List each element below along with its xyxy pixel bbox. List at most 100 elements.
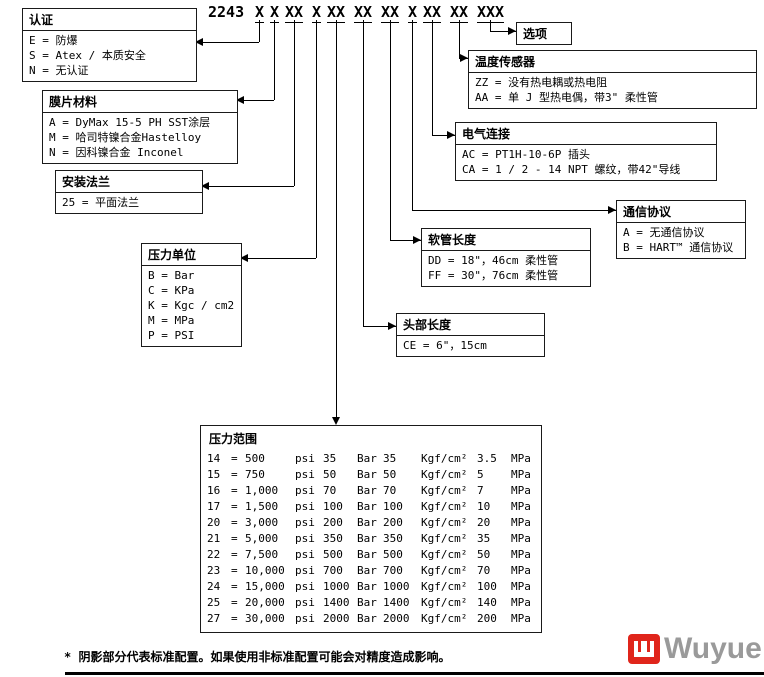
box-certification: 认证 E = 防爆 S = Atex / 本质安全 N = 无认证: [22, 8, 197, 82]
bar-unit: Bar: [357, 564, 377, 577]
mpa-value: 100: [477, 580, 497, 593]
equals-sign: =: [231, 580, 238, 593]
pressure-range-row: 17 = 1,500 psi 100 Bar 100 Kgf/cm² 10 MP…: [207, 499, 541, 515]
bar-value: 35: [323, 452, 337, 465]
kgf-unit: Kgf/cm²: [421, 452, 468, 465]
box-title: 选项: [523, 27, 548, 41]
pressure-range-title: 压力范围: [209, 432, 258, 446]
bar-unit: Bar: [357, 596, 377, 609]
bar-unit: Bar: [357, 516, 377, 529]
equals-sign: =: [231, 532, 238, 545]
box-pressure-unit: 压力单位 B = Bar C = KPa K = Kgc / cm2 M = M…: [141, 243, 242, 347]
kgf-value: 100: [383, 500, 403, 513]
mpa-unit: MPa: [511, 484, 531, 497]
pressure-code: 17: [207, 500, 221, 513]
box-option: CA = 1 / 2 - 14 NPT 螺纹，带42"导线: [462, 163, 681, 176]
psi-value: 10,000: [245, 564, 285, 577]
pressure-range-row: 20 = 3,000 psi 200 Bar 200 Kgf/cm² 20 MP…: [207, 515, 541, 531]
mpa-value: 35: [477, 532, 491, 545]
pressure-range-row: 24 = 15,000 psi 1000 Bar 1000 Kgf/cm² 10…: [207, 579, 541, 595]
mpa-unit: MPa: [511, 596, 531, 609]
psi-value: 750: [245, 468, 265, 481]
box-option: A = 无通信协议: [623, 226, 705, 239]
mpa-unit: MPa: [511, 500, 531, 513]
psi-unit: psi: [295, 580, 315, 593]
mpa-value: 200: [477, 612, 497, 625]
mpa-value: 140: [477, 596, 497, 609]
pressure-code: 27: [207, 612, 221, 625]
box-option: 25 = 平面法兰: [62, 196, 140, 209]
kgf-value: 350: [383, 532, 403, 545]
pressure-range-rows: 14 = 500 psi 35 Bar 35 Kgf/cm² 3.5 MPa 1…: [201, 449, 541, 632]
box-title: 软管长度: [422, 229, 590, 251]
bar-value: 1400: [323, 596, 350, 609]
pressure-range-row: 25 = 20,000 psi 1400 Bar 1400 Kgf/cm² 14…: [207, 595, 541, 611]
psi-unit: psi: [295, 612, 315, 625]
box-hose-length: 软管长度 DD = 18"，46cm 柔性管 FF = 30"，76cm 柔性管: [421, 228, 591, 287]
box-pressure-range: 压力范围 14 = 500 psi 35 Bar 35 Kgf/cm² 3.5 …: [200, 425, 542, 633]
bar-value: 70: [323, 484, 337, 497]
connector-certification-vline: [259, 20, 260, 42]
equals-sign: =: [231, 452, 238, 465]
pressure-code: 23: [207, 564, 221, 577]
box-option: N = 因科镍合金 Inconel: [49, 146, 184, 159]
connector-options-vline: [490, 20, 491, 31]
psi-value: 1,500: [245, 500, 279, 513]
connector-options-hline: [490, 31, 516, 32]
box-communication-protocol: 通信协议 A = 无通信协议 B = HART™ 通信协议: [616, 200, 746, 259]
pressure-code: 14: [207, 452, 221, 465]
box-temperature-sensor: 温度传感器 ZZ = 没有热电耦或热电阻 AA = 单 J 型热电偶，带3" 柔…: [468, 50, 757, 109]
connector-options-arrowhead: [508, 27, 516, 35]
wuyue-logo-text: Wuyue: [664, 632, 762, 665]
mpa-value: 70: [477, 564, 491, 577]
pressure-range-row: 21 = 5,000 psi 350 Bar 350 Kgf/cm² 35 MP…: [207, 531, 541, 547]
box-diaphragm-material: 膜片材料 A = DyMax 15-5 PH SST涂层 M = 哈司特镍合金H…: [42, 90, 238, 164]
connector-diaphragm-vline: [274, 20, 275, 100]
equals-sign: =: [231, 548, 238, 561]
kgf-value: 35: [383, 452, 397, 465]
box-option: S = Atex / 本质安全: [29, 49, 146, 62]
connector-electrical-arrowhead: [447, 131, 455, 139]
mpa-unit: MPa: [511, 564, 531, 577]
box-mounting-flange: 安装法兰 25 = 平面法兰: [55, 170, 203, 214]
equals-sign: =: [231, 596, 238, 609]
psi-unit: psi: [295, 564, 315, 577]
connector-electrical-vline: [432, 20, 433, 135]
model-code-prefix: 2243: [208, 3, 245, 21]
connector-temperature-vline: [459, 20, 460, 58]
kgf-unit: Kgf/cm²: [421, 468, 468, 481]
kgf-value: 200: [383, 516, 403, 529]
equals-sign: =: [231, 516, 238, 529]
mpa-unit: MPa: [511, 532, 531, 545]
bar-value: 100: [323, 500, 343, 513]
psi-unit: psi: [295, 468, 315, 481]
box-option: ZZ = 没有热电耦或热电阻: [475, 76, 608, 89]
box-head-length: 头部长度 CE = 6"，15cm: [396, 313, 545, 357]
bar-value: 2000: [323, 612, 350, 625]
wuyue-logo: Wuyue: [628, 633, 762, 665]
box-option: DD = 18"，46cm 柔性管: [428, 254, 559, 267]
kgf-unit: Kgf/cm²: [421, 500, 468, 513]
pressure-code: 24: [207, 580, 221, 593]
bar-unit: Bar: [357, 468, 377, 481]
mpa-unit: MPa: [511, 516, 531, 529]
psi-value: 7,500: [245, 548, 279, 561]
kgf-unit: Kgf/cm²: [421, 532, 468, 545]
psi-value: 20,000: [245, 596, 285, 609]
bar-unit: Bar: [357, 484, 377, 497]
equals-sign: =: [231, 564, 238, 577]
kgf-value: 70: [383, 484, 397, 497]
box-title: 压力单位: [142, 244, 241, 266]
bar-value: 1000: [323, 580, 350, 593]
mpa-unit: MPa: [511, 452, 531, 465]
kgf-unit: Kgf/cm²: [421, 548, 468, 561]
kgf-unit: Kgf/cm²: [421, 564, 468, 577]
box-options: 选项: [516, 22, 572, 45]
kgf-unit: Kgf/cm²: [421, 516, 468, 529]
box-option: M = MPa: [148, 314, 195, 327]
box-option: B = Bar: [148, 269, 195, 282]
connector-electrical-hline: [432, 135, 455, 136]
mpa-value: 7: [477, 484, 484, 497]
connector-head-length-vline: [363, 20, 364, 326]
